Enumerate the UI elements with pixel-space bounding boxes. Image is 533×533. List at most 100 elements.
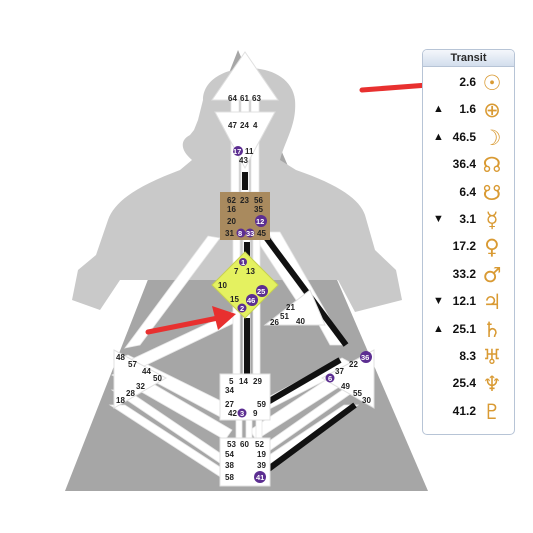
gate-47: 47: [228, 121, 237, 130]
gate-29: 29: [253, 377, 262, 386]
gate-50: 50: [153, 374, 162, 383]
transit-gate-value: 2.6: [459, 75, 476, 89]
transit-gate-value: 33.2: [452, 266, 476, 281]
gate-46: 46: [247, 296, 255, 305]
gate-52: 52: [255, 440, 264, 449]
pluto-icon: ♇: [482, 399, 502, 424]
g-center: [211, 251, 279, 319]
gate-55: 55: [353, 389, 362, 398]
gate-62: 62: [227, 196, 236, 205]
transit-gate-value: 36.4: [452, 157, 476, 172]
gate-35: 35: [254, 205, 263, 214]
neptune-icon: ♆: [482, 372, 502, 397]
spleen-center: [113, 349, 168, 409]
gate-56: 56: [254, 196, 263, 205]
mercury-icon: ☿: [485, 208, 499, 232]
gate-24: 24: [240, 121, 249, 130]
gate-42: 42: [228, 409, 237, 418]
earth-icon: ⊕: [483, 98, 501, 123]
gate-31: 31: [225, 229, 234, 238]
gate-14: 14: [239, 377, 248, 386]
transit-gate-value: 41.2: [452, 403, 476, 418]
transit-panel: Transit 2.6☉▲1.6⊕▲46.5☽36.4☊6.4☋▼3.1☿17.…: [422, 49, 515, 435]
gate-26: 26: [270, 318, 279, 327]
transit-row: 33.2♂: [423, 263, 514, 287]
transit-gate-value: 1.6: [459, 102, 476, 117]
transit-row: 17.2 ♀: [423, 235, 514, 260]
gate-16: 16: [227, 205, 236, 214]
gate-36: 36: [361, 353, 369, 362]
gate-7: 7: [234, 267, 239, 276]
gate-4: 4: [253, 121, 258, 130]
gate-43: 43: [239, 156, 248, 165]
gate-57: 57: [128, 360, 137, 369]
transit-row: ▲ 25.1 ♄: [423, 317, 514, 342]
gate-38: 38: [225, 461, 234, 470]
transit-gate-value: 12.1: [452, 294, 476, 309]
transit-direction-arrow: ▲: [433, 130, 444, 143]
transit-gate-value: 25.4: [452, 376, 476, 391]
gate-27: 27: [225, 400, 234, 409]
gate-41: 41: [256, 473, 264, 482]
gate-13: 13: [246, 267, 255, 276]
gate-53: 53: [227, 440, 236, 449]
transit-row: 6.4☋: [423, 180, 514, 205]
venus-icon: ♀: [484, 235, 500, 260]
saturn-icon: ♄: [482, 317, 502, 342]
gate-1: 1: [241, 258, 245, 267]
gate-22: 22: [349, 360, 358, 369]
transit-row: 36.4 ☊: [423, 153, 514, 178]
transit-gate-value: 25.1: [452, 321, 476, 336]
gate-11: 11: [245, 147, 254, 156]
transit-row: 2.6☉: [423, 71, 514, 95]
transit-direction-arrow: ▲: [433, 322, 444, 335]
gate-64: 64: [228, 94, 237, 103]
transit-row: 8.3 ♅: [423, 345, 514, 369]
transit-row: ▲46.5☽: [423, 125, 514, 150]
gate-45: 45: [257, 229, 266, 238]
red-arrow-gate-2: [145, 306, 236, 335]
gate-5: 5: [229, 377, 234, 386]
transit-gate-value: 8.3: [459, 349, 476, 363]
gate-34: 34: [225, 386, 234, 395]
uranus-icon: ♅: [482, 345, 502, 369]
ajna-center: [214, 111, 276, 170]
transit-gate-value: 17.2: [452, 239, 476, 254]
transit-row: 41.2 ♇: [423, 399, 514, 424]
gate-15: 15: [230, 295, 239, 304]
gate-54: 54: [225, 450, 234, 459]
gate-44: 44: [142, 367, 151, 376]
active-gate-markers: [233, 146, 372, 483]
transit-direction-arrow: ▲: [433, 103, 444, 116]
gate-40: 40: [296, 317, 305, 326]
transit-panel-title: Transit: [423, 50, 514, 67]
gate-61: 61: [240, 94, 249, 103]
gate-2: 2: [240, 304, 244, 313]
moon-icon: ☽: [482, 125, 502, 150]
gate-32: 32: [136, 382, 145, 391]
gate-59: 59: [257, 400, 266, 409]
gate-37: 37: [335, 367, 344, 376]
gate-49: 49: [341, 382, 350, 391]
gate-20: 20: [227, 217, 236, 226]
gate-21: 21: [286, 303, 295, 312]
transit-row: ▲ 1.6 ⊕: [423, 98, 514, 123]
gate-18: 18: [116, 396, 125, 405]
gate-58: 58: [225, 473, 234, 482]
gate-19: 19: [257, 450, 266, 459]
south-node-icon: ☋: [482, 180, 502, 205]
transit-gate-value: 3.1: [459, 212, 476, 226]
head-center: [211, 51, 279, 101]
gate-9: 9: [253, 409, 258, 418]
transit-row: ▼3.1☿: [423, 208, 514, 232]
transit-row: ▼12.1♃: [423, 290, 514, 314]
gate-25: 25: [257, 287, 265, 296]
north-node-icon: ☊: [482, 153, 502, 178]
gate-23: 23: [240, 196, 249, 205]
gate-10: 10: [218, 281, 227, 290]
gate-3: 3: [240, 409, 244, 418]
gate-8: 8: [238, 229, 242, 238]
solar-plexus-center: [320, 349, 375, 409]
gate-51: 51: [280, 312, 289, 321]
